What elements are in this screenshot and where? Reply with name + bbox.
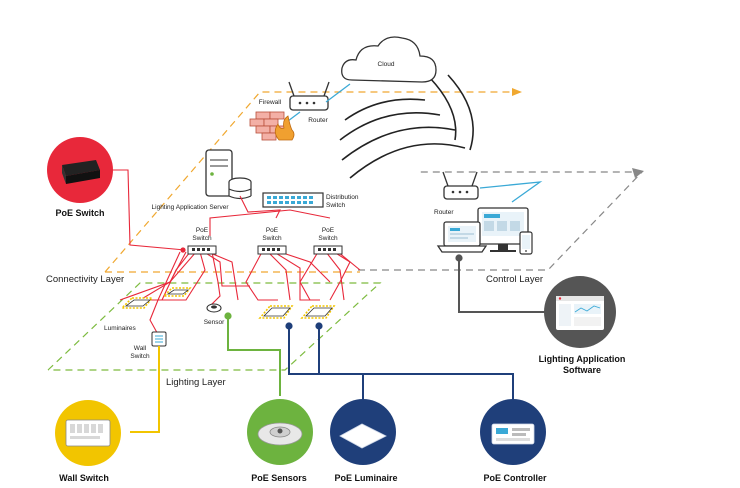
sensor-device-icon: [257, 422, 303, 446]
router-icon[interactable]: Router: [288, 81, 330, 124]
small-poe-switch-1-label-2: Switch: [192, 235, 212, 242]
distribution-switch-label-2: Switch: [326, 202, 346, 209]
small-poe-switch-3-label-2: Switch: [318, 235, 338, 242]
poe-luminaire-node[interactable]: PoE Luminaire: [330, 399, 398, 483]
poe-luminaire-label: PoE Luminaire: [334, 473, 397, 483]
wall-switch-connection: [130, 346, 160, 433]
router-right-icon[interactable]: Router: [434, 171, 479, 216]
small-poe-switch-3-label-1: PoE: [322, 227, 335, 234]
lighting-app-software-label-1: Lighting Application: [539, 354, 626, 364]
luminaire-panel-2[interactable]: [162, 287, 192, 297]
poe-cabling-red: [110, 169, 361, 339]
connectivity-layer-plane: [104, 88, 522, 273]
cloud-icon: Cloud: [341, 36, 437, 83]
wall-switch-icon: [65, 419, 111, 447]
poe-switch-label: PoE Switch: [55, 208, 104, 218]
small-poe-switch-2-label-2: Switch: [262, 235, 282, 242]
firewall-label: Firewall: [259, 99, 282, 106]
software-screen-icon: [556, 296, 604, 330]
luminaire-panel-4[interactable]: [300, 305, 336, 319]
router-right-label: Router: [434, 209, 454, 216]
firewall-icon: Firewall: [249, 99, 295, 141]
wall-switch-label: Wall Switch: [59, 473, 109, 483]
luminaire-connection: [285, 322, 514, 400]
small-poe-switch-2-label-1: PoE: [266, 227, 279, 234]
distribution-switch-label-1: Distribution: [326, 194, 359, 201]
small-poe-switch-3[interactable]: PoE Switch: [313, 227, 343, 255]
control-layer-plane: [358, 168, 644, 271]
poe-controller-label: PoE Controller: [483, 473, 547, 483]
lighting-layer-label: Lighting Layer: [166, 377, 226, 388]
sensor-label: Sensor: [204, 319, 225, 326]
luminaire-panel-3[interactable]: [258, 305, 294, 319]
wireless-arcs-icon: [339, 74, 474, 179]
poe-sensors-label: PoE Sensors: [251, 473, 307, 483]
wall-switch-small-label-2: Switch: [130, 353, 150, 360]
connectivity-layer-label: Connectivity Layer: [46, 274, 124, 285]
wall-switch-small-icon[interactable]: Wall Switch: [130, 331, 167, 360]
wall-switch-node[interactable]: Wall Switch: [55, 400, 121, 483]
small-poe-switch-1-label-1: PoE: [196, 227, 209, 234]
laptop-icon[interactable]: [436, 221, 488, 253]
luminaire-panel-1[interactable]: [120, 297, 154, 309]
small-poe-switch-1[interactable]: PoE Switch: [187, 227, 217, 255]
poe-sensors-node[interactable]: PoE Sensors: [247, 399, 313, 483]
poe-switch-connector-dot: [180, 247, 186, 253]
poe-controller-node[interactable]: PoE Controller: [480, 399, 547, 483]
wall-switch-small-label-1: Wall: [134, 345, 147, 352]
sensor-connection: [224, 312, 281, 396]
lighting-layer-plane: [47, 282, 382, 371]
big-poe-switch-node[interactable]: PoE Switch: [47, 137, 113, 218]
network-switch-icon[interactable]: Distribution Switch: [262, 192, 359, 209]
cloud-label: Cloud: [378, 61, 395, 68]
lighting-app-server-label: Lighting Application Server: [152, 204, 230, 211]
lighting-app-software-node[interactable]: Lighting Application Software: [539, 276, 626, 375]
poe-switch-device-icon: [62, 160, 100, 184]
luminaire-icon: [339, 423, 387, 449]
software-connection: [455, 254, 550, 313]
controller-icon: [491, 423, 535, 445]
control-layer-label: Control Layer: [486, 274, 543, 285]
monitor-icon[interactable]: [477, 207, 529, 252]
small-poe-switch-2[interactable]: PoE Switch: [257, 227, 287, 255]
router-top-label: Router: [308, 117, 328, 124]
server-icon[interactable]: Lighting Application Server: [152, 149, 252, 211]
luminaires-label: Luminaires: [104, 325, 137, 332]
lighting-app-software-label-2: Software: [563, 365, 601, 375]
sensor-icon[interactable]: Sensor: [204, 303, 225, 326]
phone-icon[interactable]: [519, 231, 533, 255]
